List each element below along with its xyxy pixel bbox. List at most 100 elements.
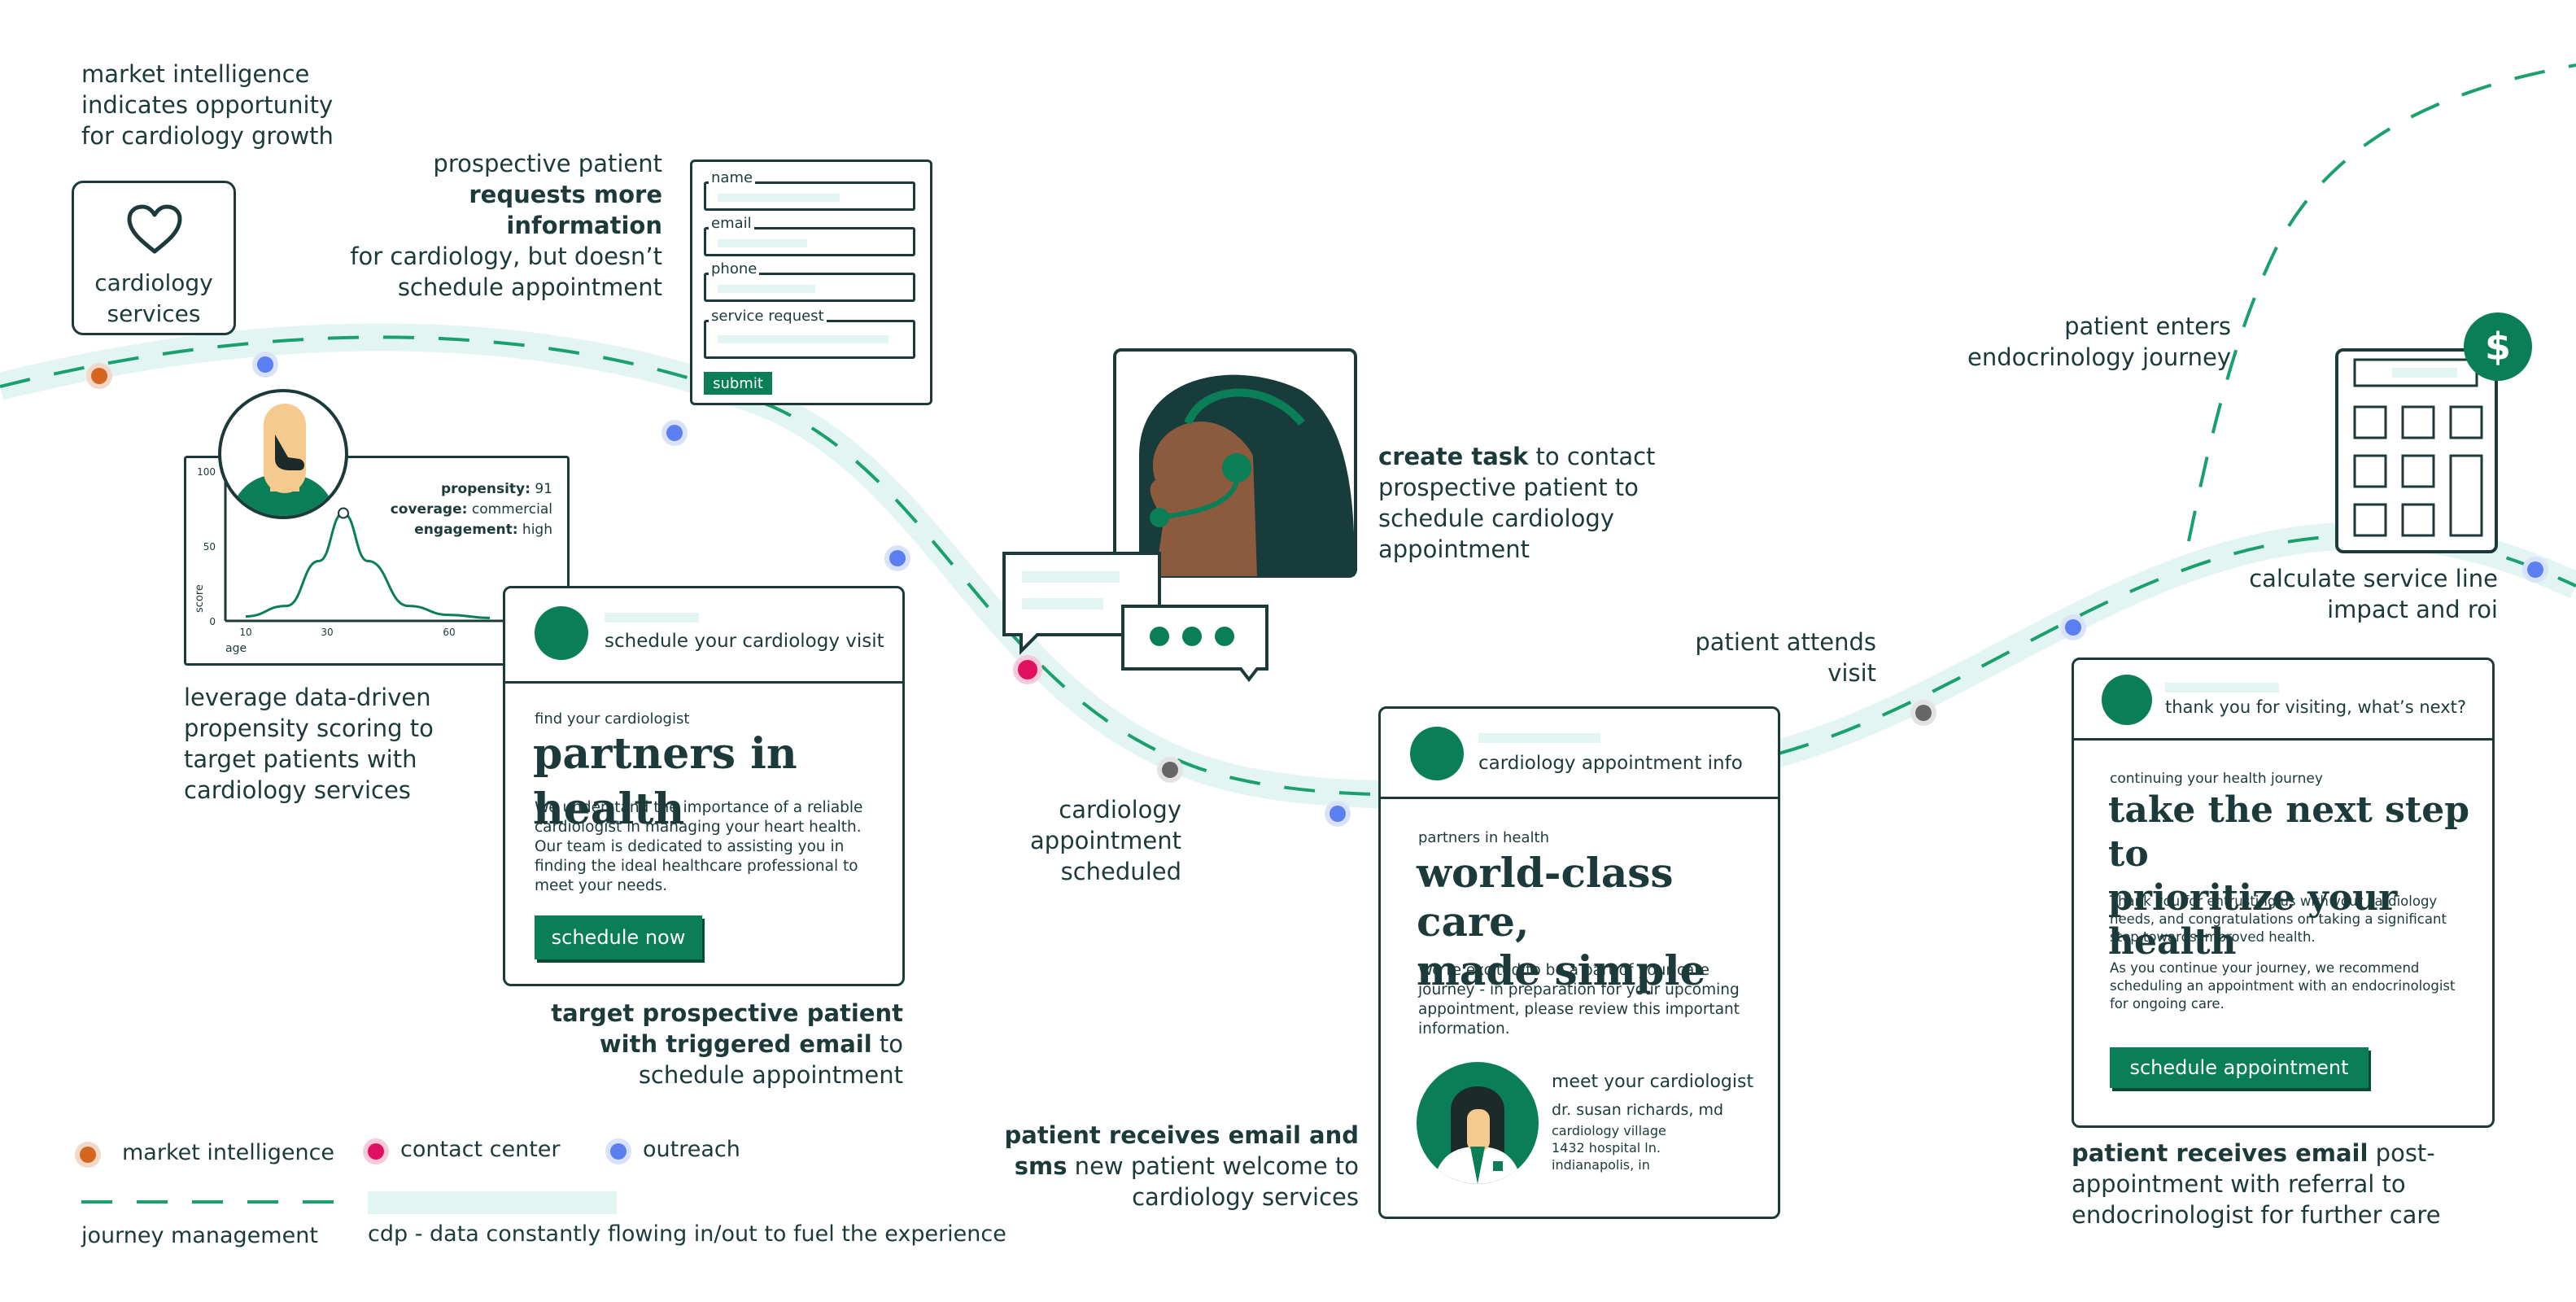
request-line-bold: requests more information (469, 181, 662, 239)
schedule-appointment-button[interactable]: schedule appointment (2110, 1047, 2369, 1088)
node-market-intelligence (86, 363, 112, 389)
chart-y-tick: 0 (209, 616, 216, 627)
node-outreach-2 (661, 420, 688, 446)
email-header-title: cardiology appointment info (1478, 753, 1743, 774)
email-next-step: thank you for visiting, what’s next? con… (2072, 658, 2495, 1128)
email-appointment-info: cardiology appointment info partners in … (1378, 706, 1780, 1219)
doctor-name: dr. susan richards, md (1552, 1101, 1724, 1119)
email-logo (535, 606, 588, 660)
post-line-bold: patient receives email (2072, 1139, 2369, 1167)
request-info-text: prospective patient requests more inform… (309, 148, 662, 303)
chart-series-line (245, 512, 491, 619)
heart-icon (127, 204, 182, 254)
scoring-line: target patients with (184, 745, 417, 773)
chart-y-tick: 50 (203, 541, 216, 553)
create-task-text: create task to contact prospective patie… (1378, 441, 1655, 565)
name-field-label: name (709, 170, 756, 186)
email-schedule-visit: schedule your cardiology visit find your… (503, 586, 905, 986)
agent-illustration (1113, 348, 1357, 578)
endo-line: patient enters (2064, 312, 2231, 340)
email-field[interactable] (704, 227, 915, 256)
propensity-stats: propensity: 91 coverage: commercial enga… (391, 479, 552, 540)
market-intel-text: market intelligence indicates opportunit… (81, 59, 334, 151)
email-body: We understand the importance of a reliab… (535, 799, 863, 894)
email-title: world-class care, made simple (1417, 849, 1778, 995)
doctor-avatar (1417, 1062, 1539, 1184)
node-attends-visit (1910, 700, 1936, 726)
market-intel-line: market intelligence (81, 60, 310, 88)
phone-field-label: phone (709, 261, 760, 277)
scheduled-line: scheduled (1060, 858, 1181, 885)
node-outreach-5 (2060, 614, 2086, 640)
create-task-line: to contact (1528, 443, 1656, 470)
post-appointment-text: patient receives email post- appointment… (2072, 1138, 2441, 1230)
scoring-line: cardiology services (184, 776, 411, 804)
welcome-line-bold: sms (1014, 1152, 1068, 1180)
phone-field[interactable] (704, 273, 915, 302)
welcome-line: new patient welcome to (1067, 1152, 1359, 1180)
legend-cdp-label: cdp - data constantly flowing in/out to … (368, 1221, 1006, 1247)
triggered-email-line-bold: with triggered email (599, 1030, 872, 1058)
post-line: endocrinologist for further care (2072, 1201, 2441, 1229)
market-intel-line: for cardiology growth (81, 122, 334, 150)
chart-x-tick: 10 (239, 627, 251, 638)
email-body: Thank you for entrusting us with your ca… (2110, 893, 2447, 945)
node-outreach-6 (2522, 557, 2548, 583)
address-line: cardiology village (1552, 1123, 1666, 1138)
journey-dash (0, 335, 2576, 797)
service-request-field[interactable] (704, 320, 915, 359)
chart-y-tick: 100 (197, 466, 216, 478)
scheduled-line: appointment (1030, 827, 1181, 854)
request-line: prospective patient (433, 150, 662, 177)
legend-contact-label: contact center (400, 1137, 561, 1162)
coverage-label: coverage: (390, 501, 468, 518)
propensity-value: 91 (535, 481, 552, 497)
request-line: for cardiology, but doesn’t (350, 242, 662, 270)
scoring-line: leverage data-driven (184, 684, 431, 711)
cardiology-services-label: cardiology services (74, 268, 234, 330)
patient-avatar (218, 389, 348, 519)
welcome-line: cardiology services (1132, 1183, 1359, 1211)
chart-peak-marker (338, 507, 349, 519)
email-title: partners in health (533, 729, 797, 834)
email-field-label: email (709, 216, 754, 232)
scoring-text: leverage data-driven propensity scoring … (184, 682, 434, 806)
email-body: We’re excited to be a part of your care … (1418, 962, 1740, 1038)
email-eyebrow: find your cardiologist (535, 710, 690, 727)
email-title-line: made simple (1417, 946, 1706, 994)
coverage-value: commercial (471, 501, 552, 518)
triggered-email-line: schedule appointment (638, 1061, 903, 1089)
welcome-text: patient receives email and sms new patie… (936, 1120, 1359, 1212)
attends-visit-text: patient attends visit (1668, 627, 1876, 688)
email-title-line: take the next step to (2108, 789, 2469, 875)
calculator-icon (2335, 348, 2498, 553)
scheduled-line: cardiology (1059, 796, 1181, 824)
triggered-email-line: to (871, 1030, 903, 1058)
roi-line: impact and roi (2327, 596, 2498, 623)
chart-x-tick: 30 (321, 627, 333, 638)
email-eyebrow: continuing your health journey (2110, 771, 2323, 787)
create-task-bold: create task (1378, 443, 1529, 470)
post-line: post- (2368, 1139, 2435, 1167)
legend-outreach-label: outreach (643, 1137, 740, 1162)
market-intel-line: indicates opportunity (81, 91, 334, 119)
email-title-line: world-class care, (1417, 849, 1674, 946)
create-task-line: prospective patient to (1378, 474, 1639, 501)
endocrinology-text: patient enters endocrinology journey (1863, 311, 2231, 373)
name-field[interactable] (704, 181, 915, 211)
email-logo (2102, 675, 2152, 725)
email-title-line: prioritize your health (2108, 877, 2398, 963)
meet-cardiologist-label: meet your cardiologist (1552, 1072, 1754, 1092)
endocrinology-branch-dash (2187, 63, 2576, 542)
propensity-label: propensity: (440, 481, 530, 497)
submit-button[interactable]: submit (704, 372, 772, 395)
node-appointment-scheduled (1157, 757, 1183, 783)
schedule-now-button[interactable]: schedule now (535, 915, 702, 959)
email-body: As you continue your journey, we recomme… (2110, 960, 2456, 1011)
address-line: 1432 hospital ln. (1552, 1140, 1661, 1156)
legend: market intelligence contact center outre… (0, 1123, 1058, 1253)
endo-line: endocrinology journey (1967, 343, 2231, 371)
